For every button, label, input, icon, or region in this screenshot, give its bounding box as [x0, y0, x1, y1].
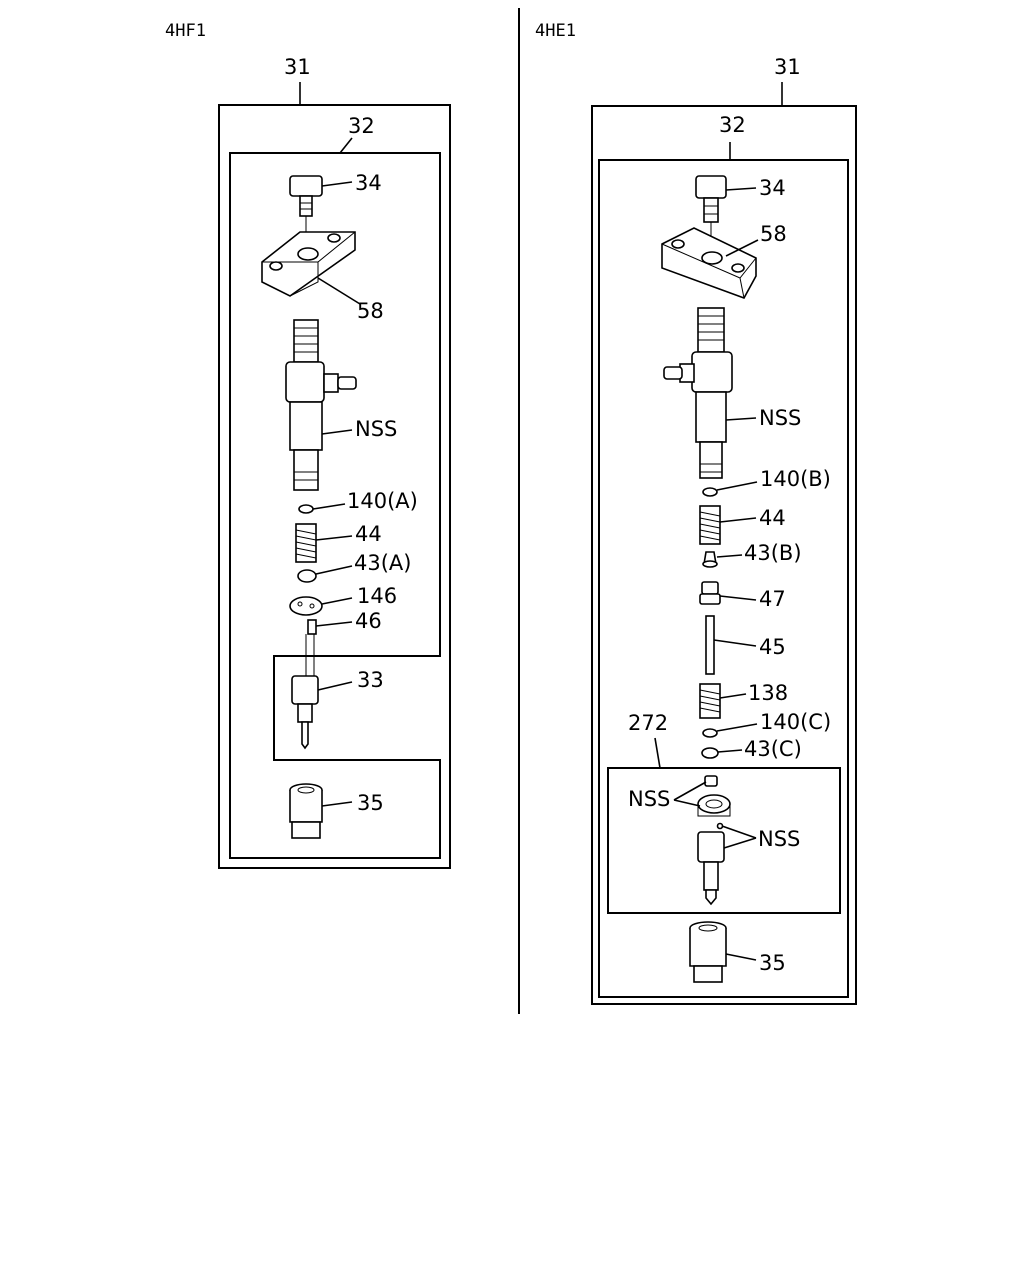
label-spring-right: 44	[759, 506, 786, 530]
label-spring-seat-c-right: 43(C)	[744, 737, 802, 761]
shim-icon	[702, 487, 718, 497]
label-spring-seat-left: 43(A)	[354, 551, 411, 575]
label-nozzle-kit-right: 272	[628, 711, 668, 735]
label-push-rod-guide-right: 47	[759, 587, 786, 611]
push-rod-guide-icon	[699, 581, 721, 605]
label-injector-left: NSS	[355, 417, 397, 441]
retaining-nut-icon	[689, 921, 727, 983]
clamp-icon	[661, 227, 757, 299]
bolt-icon	[695, 175, 727, 223]
clamp-icon	[261, 231, 356, 297]
spring-seat-icon	[702, 551, 718, 568]
shim-icon	[702, 728, 718, 738]
label-pin-left: 46	[355, 609, 382, 633]
spring-icon	[699, 505, 721, 545]
holder-box-right	[598, 159, 849, 998]
label-holder-right: 32	[719, 113, 746, 137]
label-retaining-nut-right: 35	[759, 951, 786, 975]
model-label-right: 4HE1	[535, 21, 576, 41]
kit-cap-icon	[704, 775, 718, 787]
model-label-left: 4HF1	[165, 21, 206, 41]
nozzle-kit-box	[607, 767, 841, 914]
push-rod-icon	[705, 615, 715, 675]
label-kit-nss-2: NSS	[758, 827, 800, 851]
injector-body-icon	[285, 319, 357, 491]
label-clamp-right: 58	[760, 222, 787, 246]
spacer-icon	[289, 596, 323, 616]
label-bolt-left: 34	[355, 171, 382, 195]
retaining-nut-icon	[289, 783, 323, 839]
spring-icon	[295, 523, 317, 563]
kit-seat-icon	[697, 794, 731, 817]
spring-seat-icon	[701, 747, 719, 759]
label-injector-right: NSS	[759, 406, 801, 430]
label-nozzle-left: 33	[357, 668, 384, 692]
label-shim-b-right: 140(B)	[760, 467, 831, 491]
nozzle-icon	[291, 675, 319, 750]
label-assembly-right: 31	[774, 55, 801, 79]
label-push-rod-right: 45	[759, 635, 786, 659]
label-bolt-right: 34	[759, 176, 786, 200]
label-clamp-left: 58	[357, 299, 384, 323]
spring-icon	[699, 683, 721, 719]
bolt-icon	[289, 175, 323, 217]
injector-body-icon	[663, 307, 733, 479]
label-spring-2-right: 138	[748, 681, 788, 705]
label-shim-left: 140(A)	[347, 489, 418, 513]
shim-icon	[298, 504, 314, 514]
label-spacer-left: 146	[357, 584, 397, 608]
pin-icon	[307, 619, 317, 635]
label-spring-seat-b-right: 43(B)	[744, 541, 802, 565]
label-retaining-nut-left: 35	[357, 791, 384, 815]
holder-box-left	[229, 152, 441, 859]
kit-nozzle-icon	[697, 822, 725, 906]
spring-seat-icon	[297, 569, 317, 583]
label-spring-left: 44	[355, 522, 382, 546]
label-holder-left: 32	[348, 114, 375, 138]
assembly-box-left	[218, 104, 451, 869]
assembly-box-right	[591, 105, 857, 1005]
label-kit-nss-1: NSS	[628, 787, 670, 811]
label-shim-c-right: 140(C)	[760, 710, 831, 734]
label-assembly-left: 31	[284, 55, 311, 79]
